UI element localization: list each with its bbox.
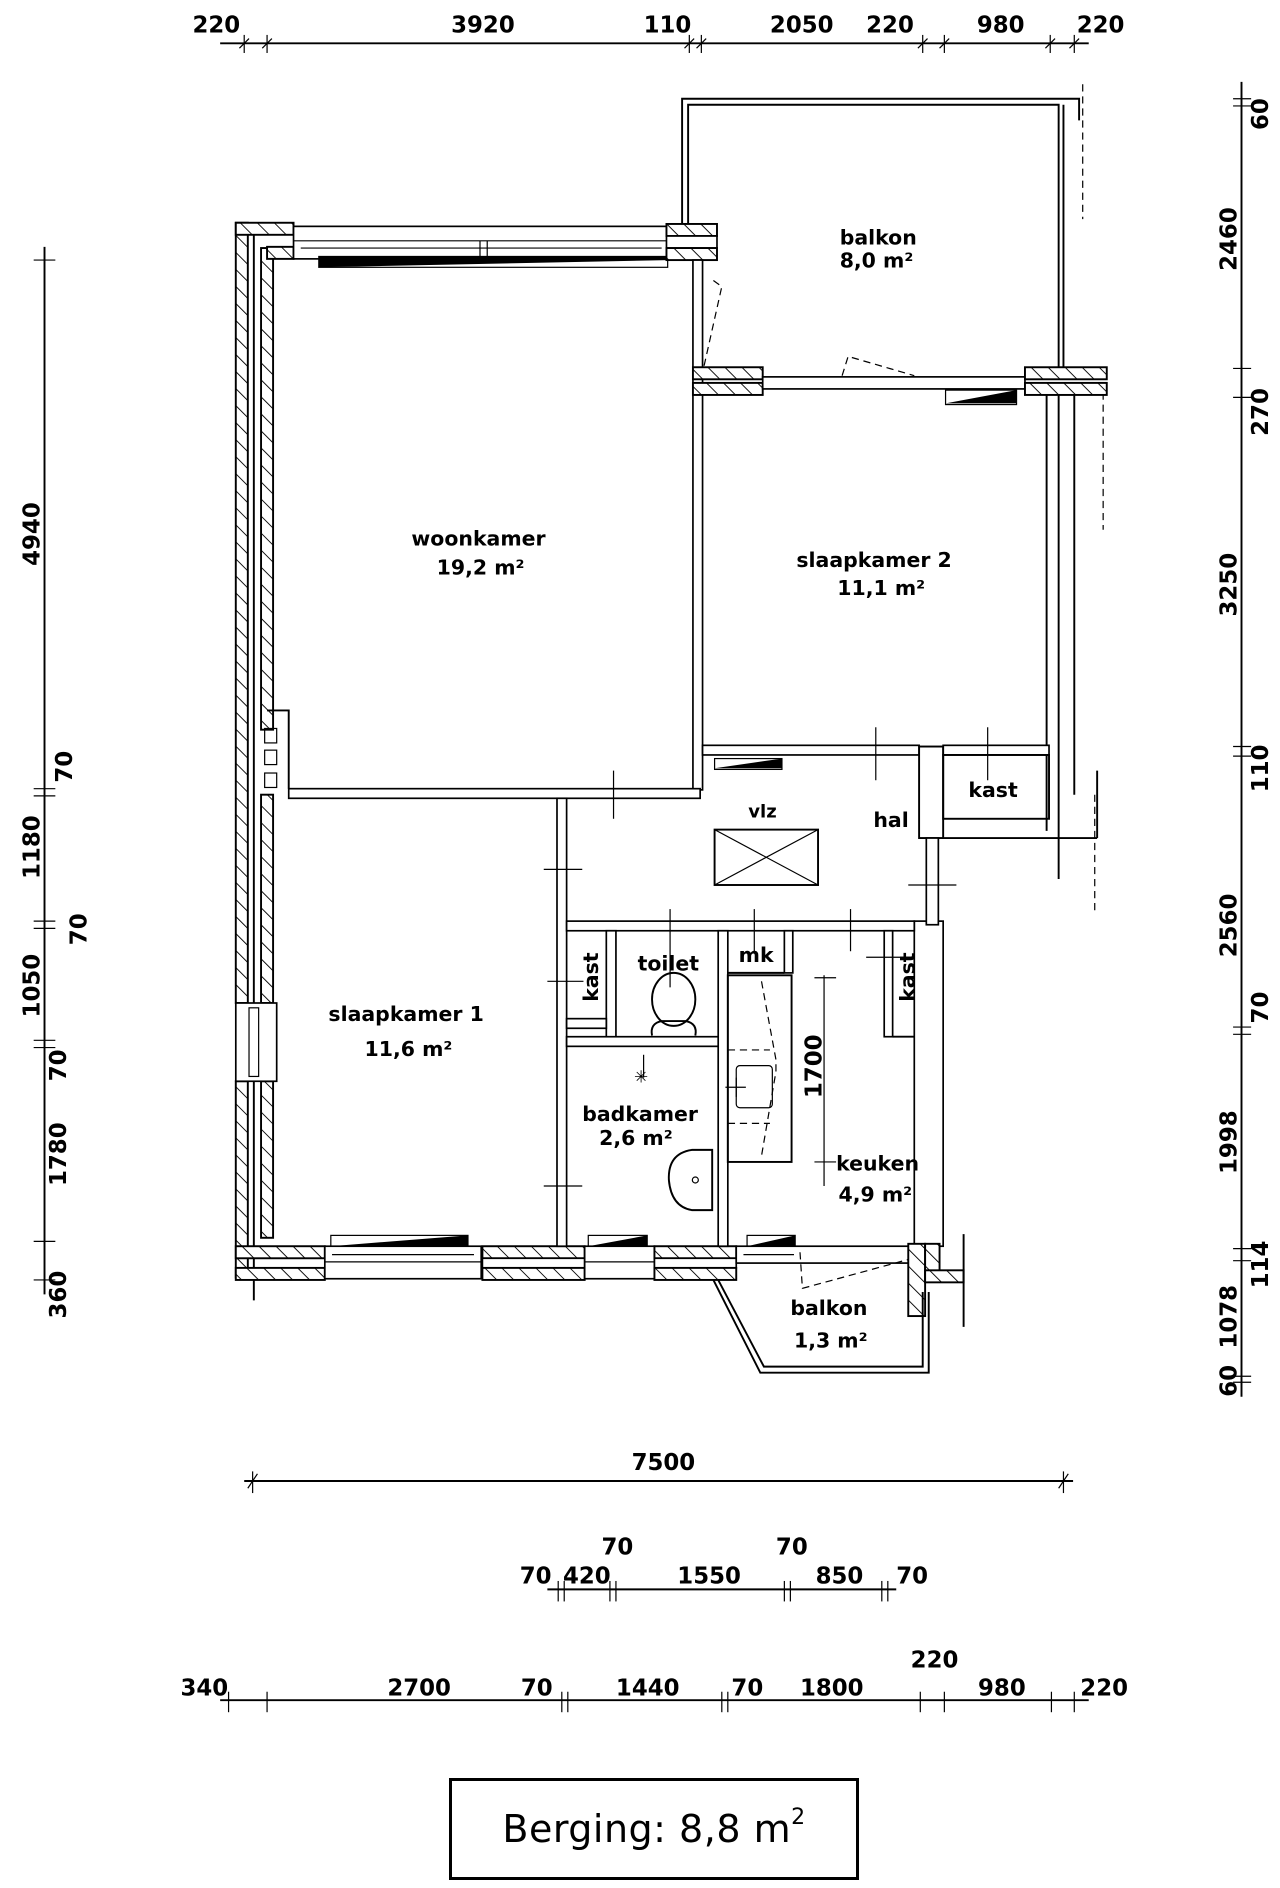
dim-right-9: 1078	[1217, 1285, 1243, 1349]
room-labels: balkon 8,0 m² woonkamer 19,2 m² slaapkam…	[328, 225, 1018, 1352]
dim-right-5: 2560	[1217, 894, 1243, 958]
dim-inner-6: 70	[896, 1563, 928, 1589]
room-mk-name: mk	[739, 943, 774, 967]
room-vlz-name: vlz	[748, 802, 776, 823]
dimension-bottom-outer: 340 2700 70 1440 70 1800 220 980 220	[180, 1648, 1128, 1713]
kitchen-dimension: 1700	[802, 1034, 828, 1098]
room-balkon-top-area: 8,0 m²	[840, 248, 914, 272]
dim-inner-1: 420	[563, 1563, 611, 1589]
dim-left-7: 360	[46, 1271, 72, 1319]
room-woonkamer-area: 19,2 m²	[437, 555, 525, 579]
berging-area-box: Berging: 8,8 m2	[449, 1778, 859, 1880]
dim-top-6: 220	[1077, 13, 1125, 39]
dim-bottom-total: 7500	[632, 1450, 696, 1476]
dim-top-0: 220	[192, 13, 240, 39]
dim-inner-5: 850	[816, 1563, 864, 1589]
balkon-top-outline	[681, 84, 1104, 530]
dim-left-5: 70	[46, 1049, 72, 1081]
dim-right-2: 270	[1248, 388, 1274, 436]
room-slaapkamer1-name: slaapkamer 1	[328, 1002, 483, 1026]
dim-left-3: 70	[67, 913, 93, 945]
dim-top-1: 3920	[451, 13, 515, 39]
room-hal-name: hal	[873, 808, 908, 832]
interior-walls: 1700 ✳	[264, 259, 1108, 1248]
berging-text: Berging: 8,8 m	[502, 1807, 792, 1851]
room-toilet-name: toilet	[638, 951, 700, 975]
dim-right-6: 70	[1248, 992, 1274, 1024]
room-kast-left-name: kast	[579, 952, 603, 1002]
dim-left-0: 4940	[20, 502, 46, 566]
room-kast-hal-name: kast	[968, 778, 1018, 802]
dim-outer-5: 1800	[800, 1675, 864, 1701]
dim-top-3: 2050	[770, 13, 834, 39]
dim-top-2: 110	[644, 13, 692, 39]
berging-superscript: 2	[791, 1805, 806, 1831]
dim-left-6: 1780	[46, 1122, 72, 1186]
dim-inner-2: 70	[602, 1534, 634, 1560]
dim-right-0: 60	[1248, 98, 1274, 130]
dim-inner-4: 70	[776, 1534, 808, 1560]
dim-right-8: 114	[1248, 1241, 1274, 1289]
room-slaapkamer2-area: 11,1 m²	[837, 576, 925, 600]
room-woonkamer-name: woonkamer	[411, 526, 546, 550]
room-keuken-name: keuken	[836, 1151, 919, 1175]
dim-top-5: 980	[977, 13, 1025, 39]
dim-outer-6: 220	[911, 1648, 959, 1674]
dim-top-4: 220	[866, 13, 914, 39]
dimension-bottom-inner: 70 420 70 1550 70 850 70	[520, 1534, 928, 1602]
room-balkon-bottom-name: balkon	[790, 1296, 867, 1320]
room-balkon-top-name: balkon	[840, 225, 917, 249]
dim-inner-3: 1550	[677, 1563, 741, 1589]
dimension-left: 4940 70 1180 70 1050 70 1780 360	[20, 246, 93, 1319]
dim-outer-3: 1440	[616, 1675, 680, 1701]
dim-right-7: 1998	[1217, 1110, 1243, 1174]
dimension-top: 220 3920 110 2050 220 980 220	[192, 13, 1124, 53]
dim-outer-7: 980	[978, 1675, 1026, 1701]
dim-right-10: 60	[1217, 1365, 1243, 1397]
dimension-bottom-total: 7500	[244, 1450, 1074, 1494]
room-slaapkamer2-name: slaapkamer 2	[796, 548, 951, 572]
room-slaapkamer1-area: 11,6 m²	[365, 1037, 453, 1061]
dim-outer-2: 70	[521, 1675, 553, 1701]
room-badkamer-area: 2,6 m²	[599, 1126, 673, 1150]
dim-outer-1: 2700	[387, 1675, 451, 1701]
dim-outer-4: 70	[731, 1675, 763, 1701]
room-balkon-bottom-area: 1,3 m²	[794, 1328, 868, 1352]
room-keuken-area: 4,9 m²	[838, 1183, 912, 1207]
room-kast-kitchen-name: kast	[895, 952, 919, 1002]
room-badkamer-name: badkamer	[582, 1102, 699, 1126]
dimension-right: 60 2460 270 3250 110 2560 70 1998 114 10…	[1217, 81, 1274, 1397]
dim-outer-0: 340	[180, 1675, 228, 1701]
dim-left-2: 1180	[20, 815, 46, 879]
dim-right-4: 110	[1248, 745, 1274, 793]
dim-left-4: 1050	[20, 954, 46, 1018]
lamp-icon: ✳	[634, 1066, 648, 1086]
berging-label: Berging: 8,8 m2	[502, 1805, 806, 1851]
dim-inner-0: 70	[520, 1563, 552, 1589]
dim-right-1: 2460	[1217, 207, 1243, 271]
dim-right-3: 3250	[1217, 553, 1243, 617]
balkon-bottom-outline	[712, 1279, 930, 1374]
dim-outer-8: 220	[1080, 1675, 1128, 1701]
outer-walls	[234, 221, 965, 1327]
dim-left-1: 70	[52, 751, 78, 783]
